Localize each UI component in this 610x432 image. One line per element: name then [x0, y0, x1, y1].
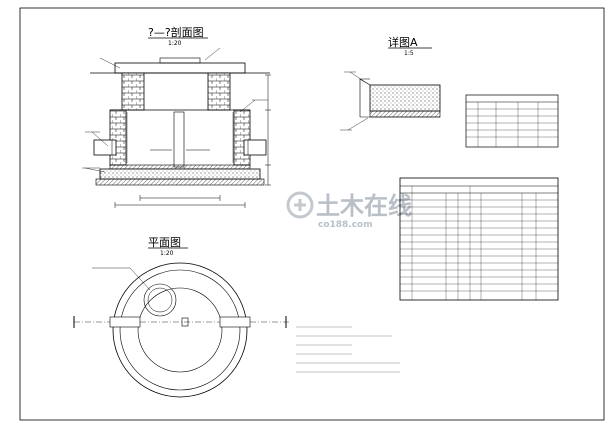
watermark-text: 土木在线 [316, 192, 412, 220]
section-view: ?—?剖面图 1:20 [82, 25, 271, 208]
detail-title: 详图A [388, 35, 418, 49]
pipe-table [465, 94, 559, 148]
detail-scale: 1:5 [404, 50, 414, 57]
plan-scale: 1:20 [160, 250, 174, 257]
watermark-url: co188.com [318, 220, 373, 230]
section-title: ?—?剖面图 [148, 25, 204, 39]
notes [296, 326, 400, 373]
plan-view: 平面图 1:20 [73, 236, 290, 398]
plan-title: 平面图 [148, 236, 181, 249]
detail-a: 详图A 1:5 [340, 35, 441, 131]
section-scale: 1:20 [168, 40, 182, 47]
watermark: 土木在线 co188.com [286, 191, 412, 230]
sheet-border [19, 7, 605, 421]
quantities-table [399, 177, 559, 301]
